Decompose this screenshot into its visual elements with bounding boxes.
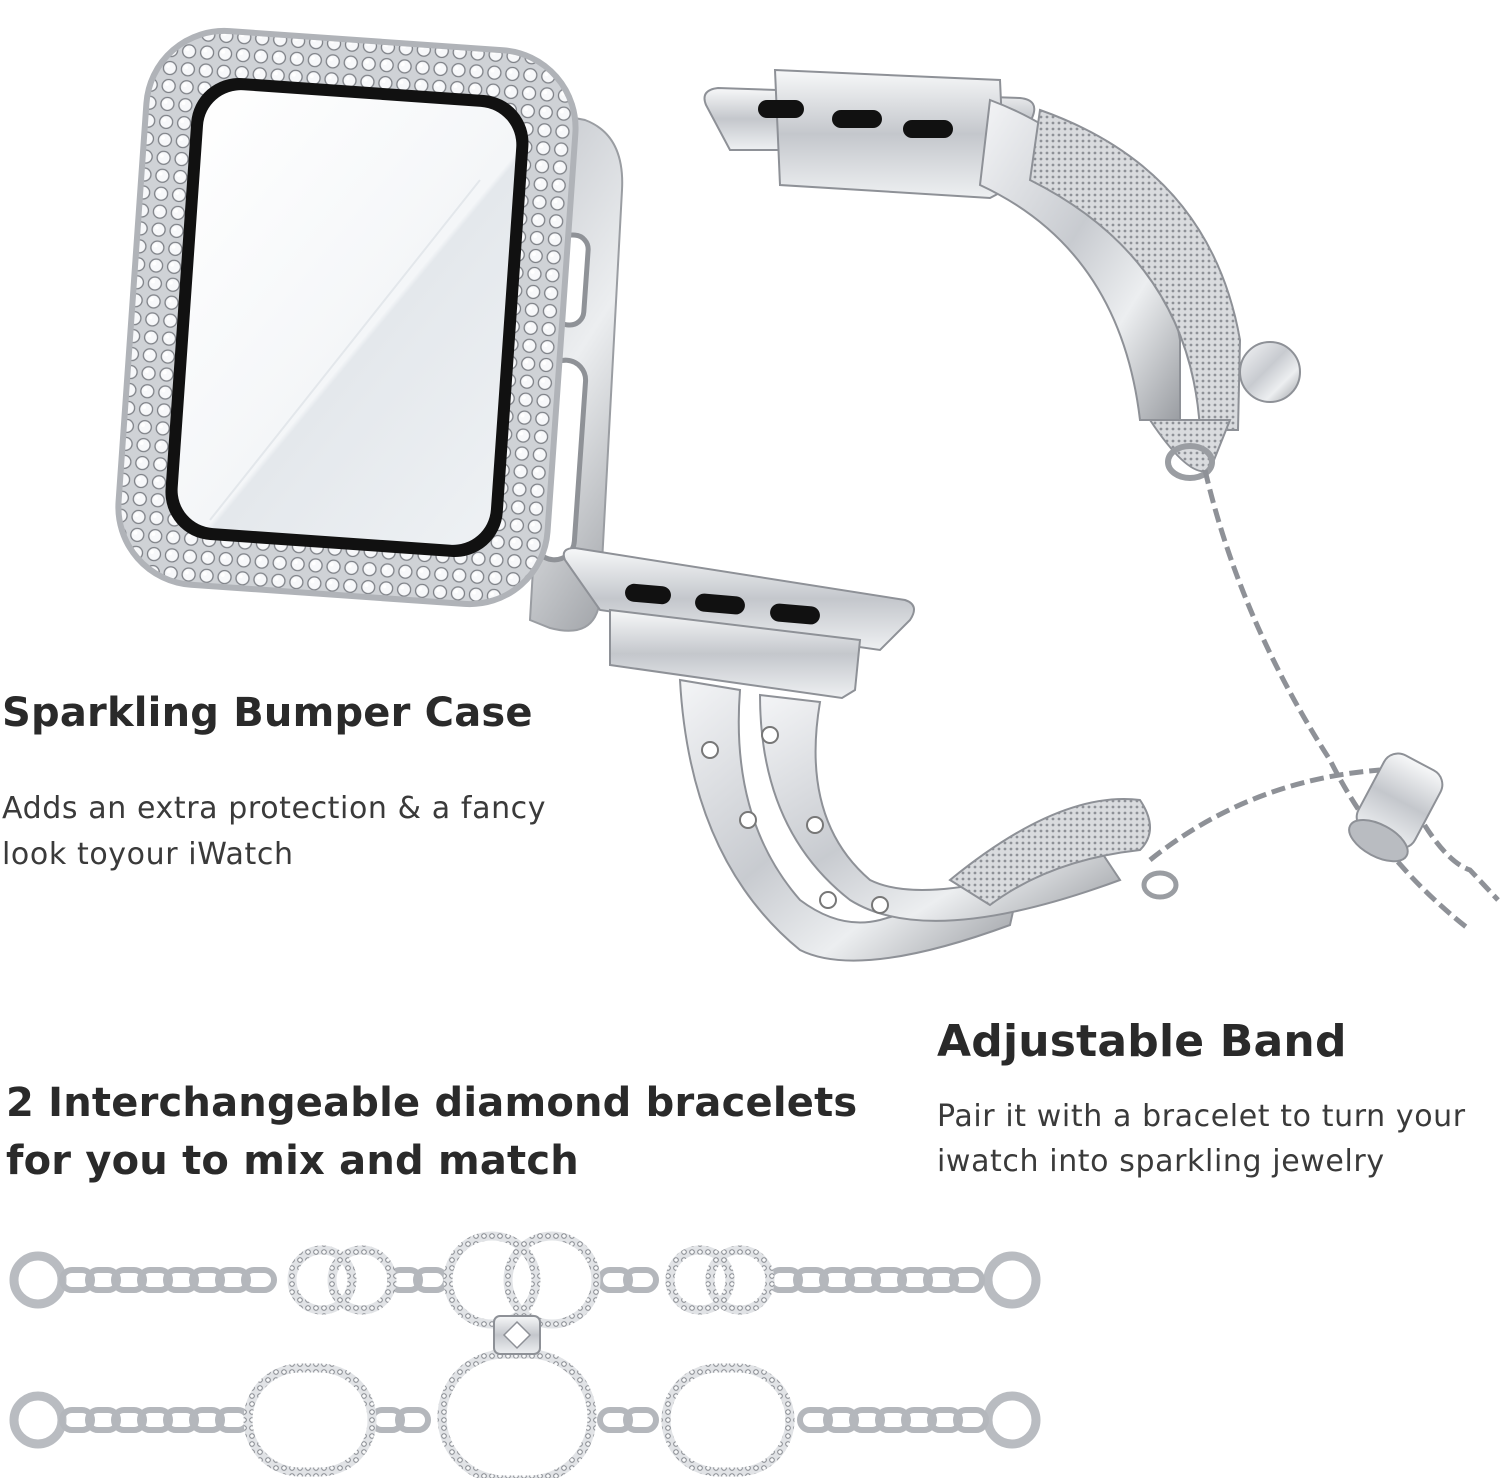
bracelets-title-line-2: for you to mix and match xyxy=(6,1138,579,1184)
adjustable-band-description: Pair it with a bracelet to turn your iwa… xyxy=(937,1099,1466,1179)
oval-link-bracelet-image xyxy=(9,1315,1041,1478)
bumper-case-description: Adds an extra protection & a fancy look … xyxy=(2,791,547,872)
circle-link-bracelet-image xyxy=(9,1231,1041,1329)
bumper-case-title: Sparkling Bumper Case xyxy=(2,690,533,736)
bumper-case-image xyxy=(115,27,624,632)
bracelets-title: 2 Interchangeable diamond bracelets for … xyxy=(6,1074,886,1190)
bracelets-title-line-1: 2 Interchangeable diamond bracelets xyxy=(6,1080,858,1126)
adjustable-band-title: Adjustable Band xyxy=(937,1016,1347,1067)
watch-band-image xyxy=(562,68,1500,962)
